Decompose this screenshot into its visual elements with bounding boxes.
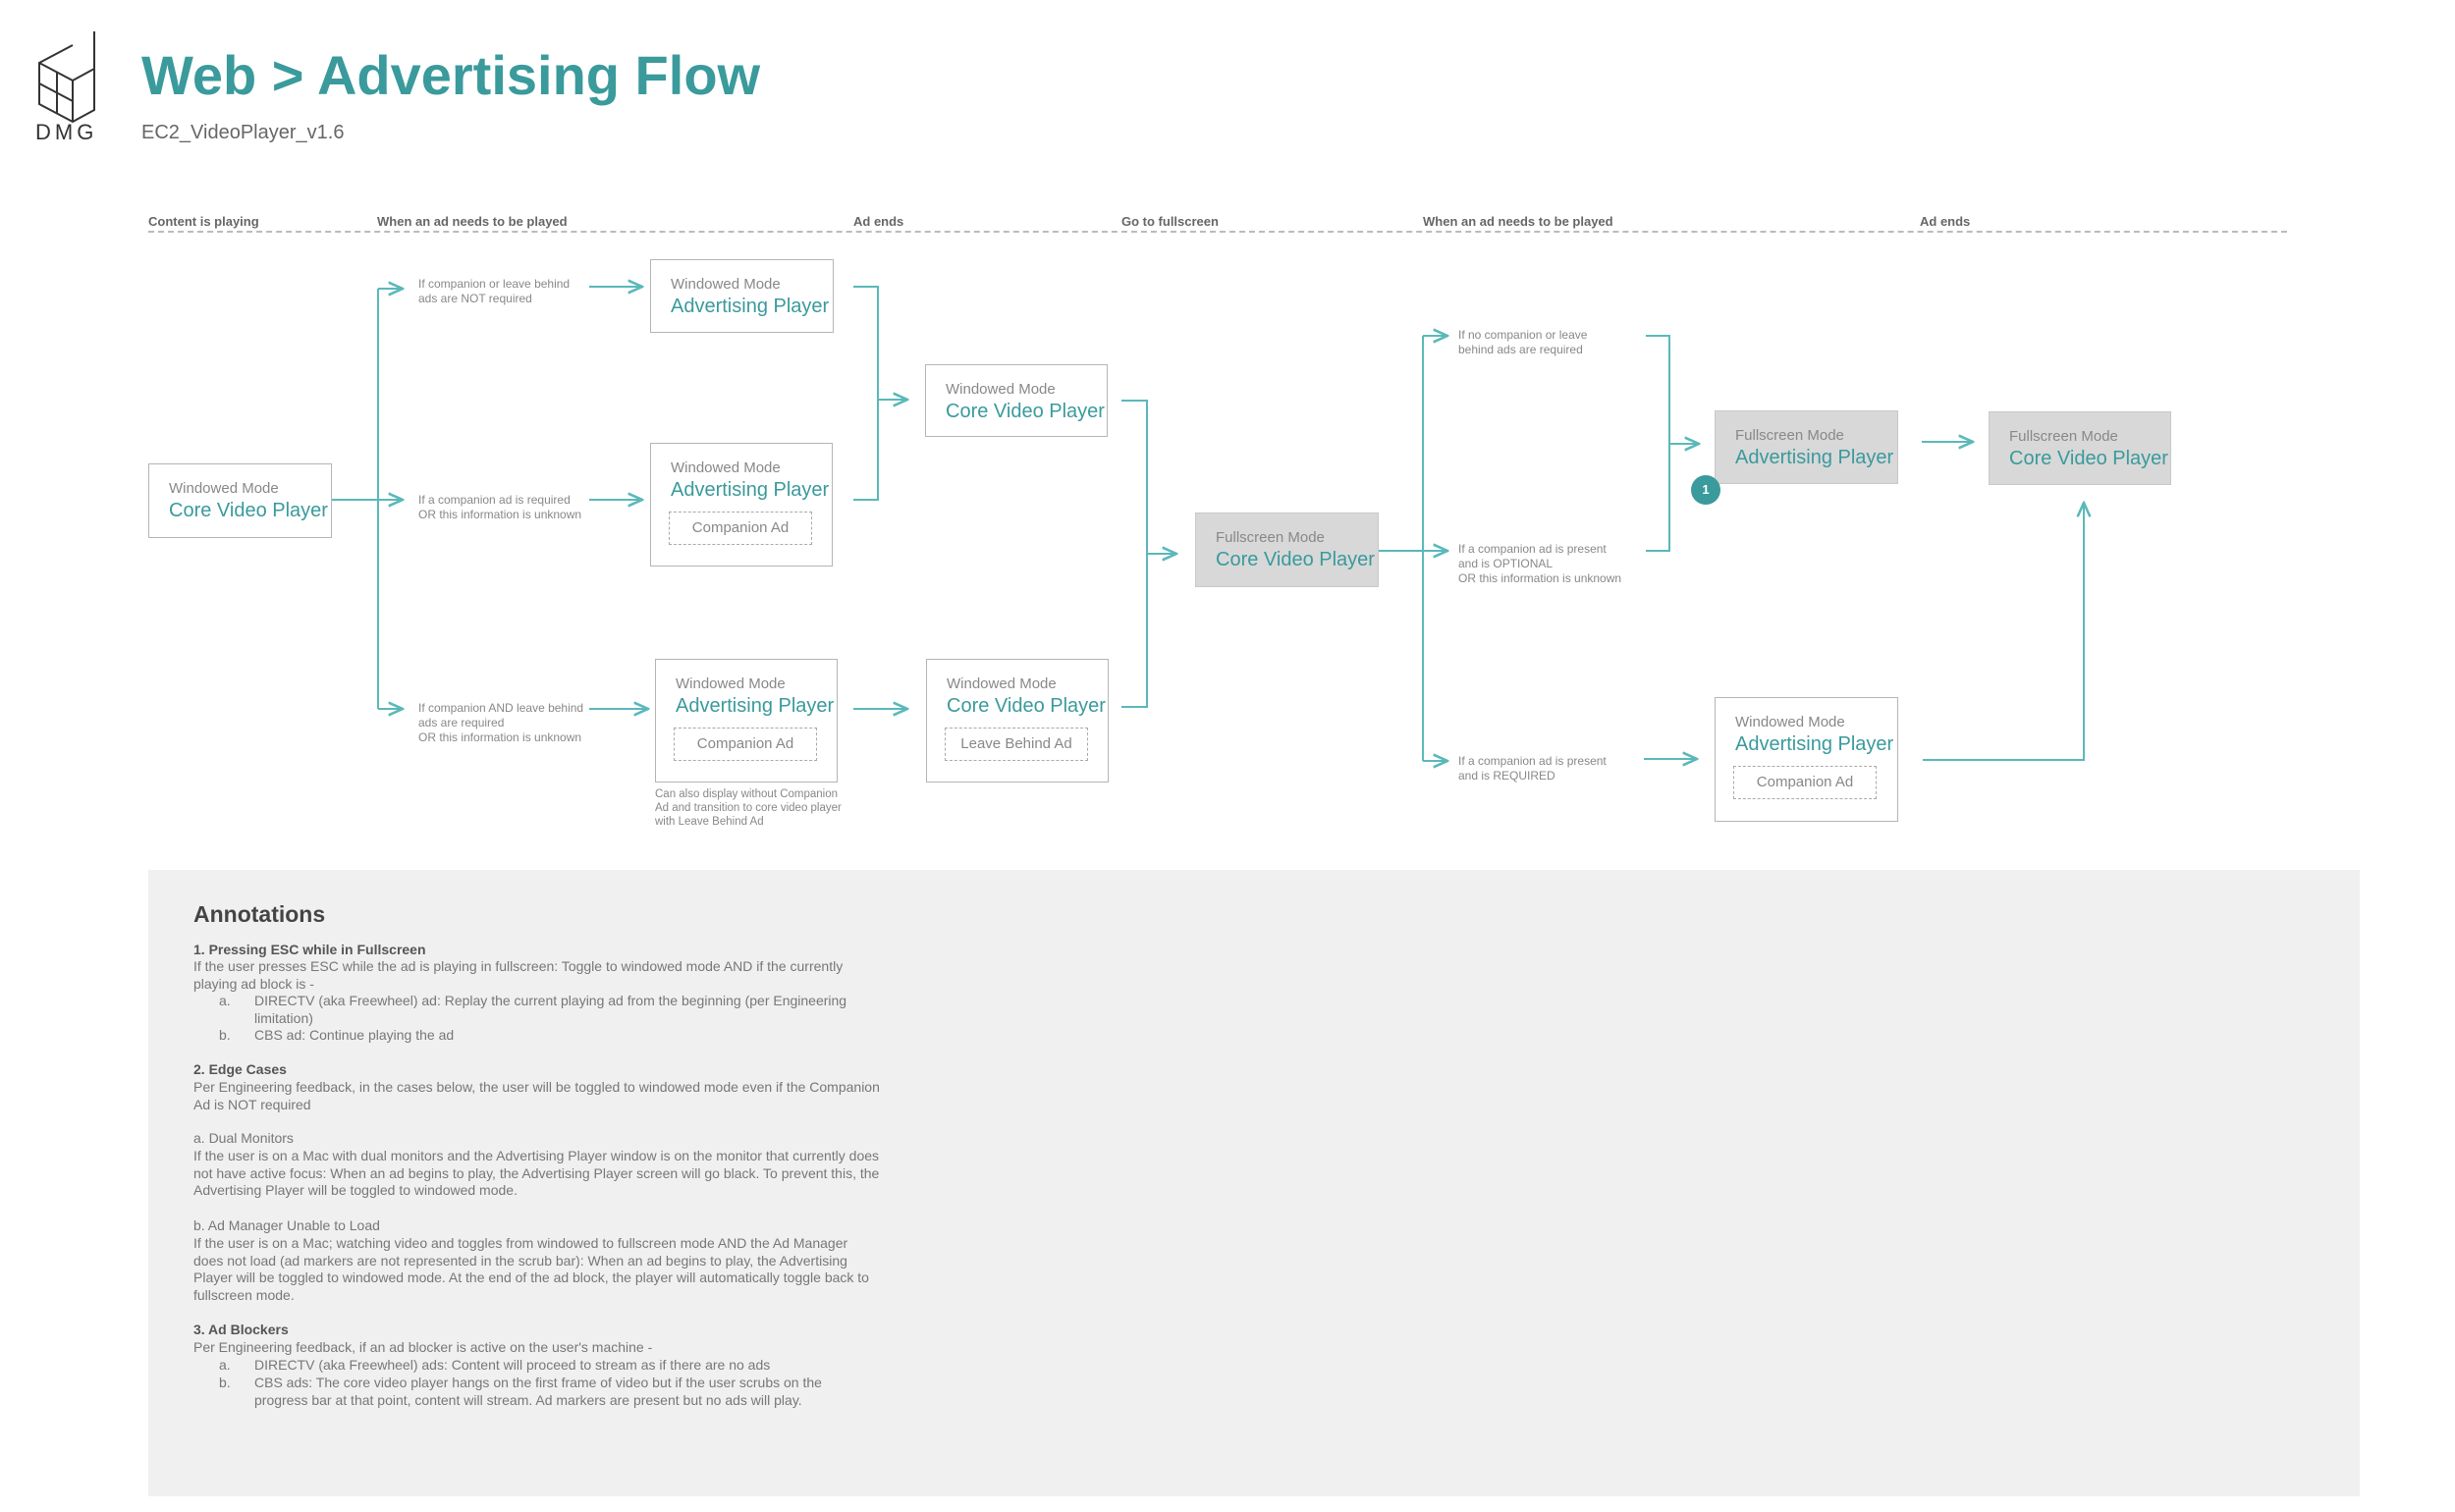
annotations-title: Annotations: [193, 901, 326, 927]
node-player-label: Advertising Player: [1735, 447, 1894, 468]
list-text: CBS ads: The core video player hangs on …: [254, 1375, 822, 1408]
companion-ad-slot: Companion Ad: [1733, 766, 1877, 799]
list-marker: b.: [219, 1027, 231, 1043]
node-fullscreen-core-video-player-end: Fullscreen Mode Core Video Player: [1989, 411, 2171, 485]
node-player-label: Advertising Player: [671, 296, 830, 317]
annotation-body: If the user is on a Mac with dual monito…: [193, 1148, 880, 1198]
annotations-panel: Annotations 1. Pressing ESC while in Ful…: [148, 870, 2360, 1496]
phase-label-go-fullscreen: Go to fullscreen: [1121, 214, 1219, 229]
condition-companion-optional: If a companion ad is present and is OPTI…: [1458, 542, 1622, 585]
phase-label-content-playing: Content is playing: [148, 214, 259, 229]
node-mode-label: Fullscreen Mode: [1735, 427, 1844, 444]
node-player-label: Core Video Player: [169, 500, 328, 521]
list-text: DIRECTV (aka Freewheel) ad: Replay the c…: [254, 993, 847, 1026]
node-player-label: Advertising Player: [1735, 733, 1894, 755]
phase-label-ad-ends: Ad ends: [853, 214, 904, 229]
list-marker: a.: [219, 1357, 231, 1373]
phase-label-ad-needed: When an ad needs to be played: [377, 214, 568, 229]
annotation-list-item: a. DIRECTV (aka Freewheel) ads: Content …: [219, 1357, 877, 1375]
annotation-badge[interactable]: 1: [1691, 475, 1720, 505]
annotation-list-item: b. CBS ad: Continue playing the ad: [219, 1027, 877, 1045]
annotation-heading: 1. Pressing ESC while in Fullscreen: [193, 942, 426, 957]
annotation-body: Per Engineering feedback, in the cases b…: [193, 1079, 880, 1112]
phase-label-ad-needed-fullscreen: When an ad needs to be played: [1423, 214, 1613, 229]
node-windowed-core-video-player-start: Windowed Mode Core Video Player: [148, 463, 332, 538]
page-subtitle: EC2_VideoPlayer_v1.6: [141, 122, 345, 143]
node-windowed-advertising-player: Windowed Mode Advertising Player: [650, 259, 834, 333]
node-player-label: Core Video Player: [946, 401, 1105, 422]
node-player-label: Core Video Player: [947, 695, 1106, 717]
list-marker: b.: [219, 1375, 231, 1390]
annotation-list-item: b. CBS ads: The core video player hangs …: [219, 1375, 877, 1409]
node-fullscreen-core-video-player: Fullscreen Mode Core Video Player: [1195, 513, 1379, 587]
node-mode-label: Windowed Mode: [1735, 714, 1845, 730]
dmg-logo-icon: [38, 31, 95, 124]
node-windowed-advertising-player-companion-required: Windowed Mode Advertising Player Compani…: [1715, 697, 1898, 822]
condition-companion-required-fullscreen: If a companion ad is present and is REQU…: [1458, 754, 1607, 783]
node-mode-label: Windowed Mode: [671, 276, 781, 293]
list-marker: a.: [219, 993, 231, 1008]
annotation-body: If the user presses ESC while the ad is …: [193, 958, 844, 992]
condition-no-companion-required: If companion or leave behind ads are NOT…: [418, 277, 571, 305]
node-mode-label: Windowed Mode: [946, 381, 1056, 398]
list-text: DIRECTV (aka Freewheel) ads: Content wil…: [254, 1357, 771, 1373]
logo-text: DMG: [35, 120, 98, 144]
node-windowed-core-video-player: Windowed Mode Core Video Player: [925, 364, 1108, 437]
phase-divider: [148, 231, 2287, 233]
node-mode-label: Windowed Mode: [676, 675, 786, 692]
node-player-label: Core Video Player: [2009, 448, 2168, 469]
node-mode-label: Windowed Mode: [947, 675, 1057, 692]
annotation-subheading: b. Ad Manager Unable to Load: [193, 1217, 380, 1233]
node-fullscreen-advertising-player: Fullscreen Mode Advertising Player: [1715, 410, 1898, 484]
annotation-heading: 3. Ad Blockers: [193, 1322, 289, 1337]
condition-no-companion-or-leave-behind: If no companion or leave behind ads are …: [1458, 328, 1588, 356]
node-player-label: Core Video Player: [1216, 549, 1375, 570]
node-mode-label: Fullscreen Mode: [2009, 428, 2118, 445]
annotation-body: If the user is on a Mac; watching video …: [193, 1235, 869, 1303]
companion-ad-slot: Companion Ad: [674, 728, 817, 761]
node-windowed-core-video-player-leave-behind: Windowed Mode Core Video Player Leave Be…: [926, 659, 1109, 783]
node-player-label: Advertising Player: [676, 695, 835, 717]
condition-companion-and-leave-behind: If companion AND leave behind ads are re…: [418, 701, 584, 744]
flow-connectors: [332, 0, 2455, 864]
node-windowed-advertising-player-companion-leave-behind: Windowed Mode Advertising Player Compani…: [655, 659, 838, 783]
leave-behind-ad-slot: Leave Behind Ad: [945, 728, 1088, 761]
annotation-list-item: a. DIRECTV (aka Freewheel) ad: Replay th…: [219, 993, 877, 1027]
annotation-subheading: a. Dual Monitors: [193, 1130, 294, 1146]
node-note: Can also display without Companion Ad an…: [655, 788, 842, 828]
phase-label-ad-ends-fullscreen: Ad ends: [1920, 214, 1971, 229]
companion-ad-slot: Companion Ad: [669, 512, 812, 545]
node-mode-label: Windowed Mode: [671, 459, 781, 476]
page-title: Web > Advertising Flow: [141, 44, 761, 106]
condition-companion-required: If a companion ad is required OR this in…: [418, 493, 582, 521]
node-windowed-advertising-player-companion: Windowed Mode Advertising Player Compani…: [650, 443, 833, 567]
node-mode-label: Windowed Mode: [169, 480, 279, 497]
node-mode-label: Fullscreen Mode: [1216, 529, 1325, 546]
annotation-body: Per Engineering feedback, if an ad block…: [193, 1339, 653, 1355]
annotation-heading: 2. Edge Cases: [193, 1061, 287, 1077]
list-text: CBS ad: Continue playing the ad: [254, 1027, 455, 1043]
node-player-label: Advertising Player: [671, 479, 830, 501]
